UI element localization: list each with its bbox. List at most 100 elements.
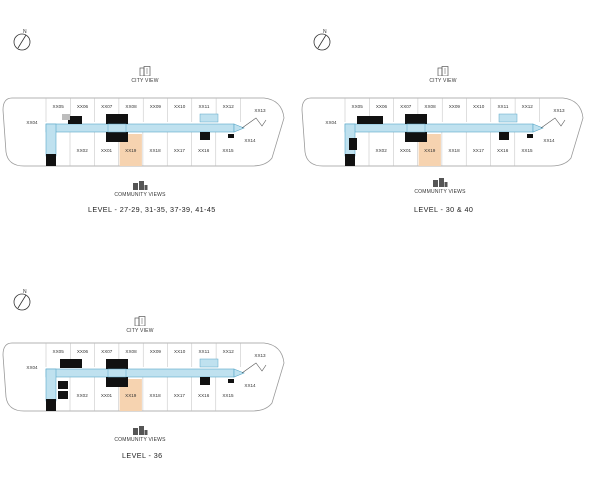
core-block <box>345 154 355 166</box>
unit-label-top: XX10 <box>174 349 186 354</box>
compass-icon: N <box>308 26 334 56</box>
core-block <box>499 132 509 140</box>
unit-label-left: XX04 <box>26 120 38 125</box>
city-view-label: CITY VIEW <box>126 328 154 334</box>
unit-label-top: XX07 <box>101 104 113 109</box>
unit-label-top: XX05 <box>53 349 65 354</box>
community-view-tag: COMMUNITY VIEWS <box>110 180 170 198</box>
core-block <box>200 132 210 140</box>
svg-text:N: N <box>23 289 27 295</box>
unit-label-top: XX12 <box>223 349 235 354</box>
community-icon <box>133 426 148 435</box>
void-block <box>62 114 70 120</box>
unit-label-top: XX08 <box>424 104 436 109</box>
community-icon <box>133 181 148 190</box>
unit-label-right-bottom: XX14 <box>244 383 256 388</box>
unit-label-bottom: XX17 <box>174 148 186 153</box>
unit-label-top: XX06 <box>77 349 89 354</box>
svg-text:N: N <box>23 29 27 35</box>
unit-label-bottom: XX15 <box>222 393 234 398</box>
unit-label-top: XX07 <box>400 104 412 109</box>
core-block <box>405 132 427 142</box>
community-icon <box>433 178 448 187</box>
city-view-tag: CITY VIEW <box>418 66 468 84</box>
core-block <box>106 132 128 142</box>
core-block <box>106 377 128 387</box>
lift-lobby <box>406 123 426 133</box>
corridor-end <box>233 368 245 378</box>
core-block <box>200 377 210 385</box>
unit-label-top: XX07 <box>101 349 113 354</box>
core-block <box>357 116 383 124</box>
unit-label-bottom: XX18 <box>448 148 460 153</box>
city-view-tag: CITY VIEW <box>120 66 170 84</box>
community-view-label: COMMUNITY VIEWS <box>114 437 166 443</box>
core-block <box>60 359 82 368</box>
level-label: LEVEL - 27-29, 31-35, 37-39, 41-45 <box>88 205 216 214</box>
city-view-label: CITY VIEW <box>131 78 159 84</box>
unit-label-top: XX08 <box>125 104 137 109</box>
unit-label-bottom: XX16 <box>198 393 210 398</box>
unit-label-top: XX10 <box>473 104 485 109</box>
unit-label-top: XX10 <box>174 104 186 109</box>
unit-label-top: XX05 <box>352 104 364 109</box>
core-block <box>228 134 234 138</box>
unit-label-bottom: XX01 <box>101 393 113 398</box>
corridor <box>344 123 534 133</box>
core-block <box>405 114 427 124</box>
community-view-tag: COMMUNITY VIEWS <box>410 177 470 195</box>
service-room <box>199 113 219 123</box>
unit-label-bottom: XX16 <box>497 148 509 153</box>
compass-icon: N <box>8 286 34 316</box>
unit-label-bottom: XX17 <box>473 148 485 153</box>
unit-label-top: XX09 <box>150 104 162 109</box>
building-icon <box>139 66 151 76</box>
core-block <box>228 379 234 383</box>
unit-label-top: XX09 <box>150 349 162 354</box>
core-block <box>106 359 128 369</box>
balcony-edge <box>241 117 267 129</box>
unit-label-top: XX11 <box>198 104 209 109</box>
unit-label-right-bottom: XX14 <box>244 138 256 143</box>
unit-label-right-top: XX13 <box>254 353 266 358</box>
unit-label-top: XX11 <box>198 349 209 354</box>
unit-label-top: XX06 <box>77 104 89 109</box>
core-block <box>58 391 68 399</box>
compass-icon: N <box>8 26 34 56</box>
unit-label-bottom: XX01 <box>400 148 412 153</box>
unit-label-bottom: XX15 <box>521 148 533 153</box>
unit-label-top: XX11 <box>497 104 508 109</box>
community-view-label: COMMUNITY VIEWS <box>414 189 466 195</box>
corridor <box>45 368 235 378</box>
core-block <box>106 114 128 124</box>
city-view-tag: CITY VIEW <box>115 316 165 334</box>
unit-label-bottom: XX02 <box>77 148 89 153</box>
lift-lobby <box>107 123 127 133</box>
core-block <box>68 116 82 124</box>
core-block <box>527 134 533 138</box>
corridor-end <box>233 123 245 133</box>
unit-label-top: XX12 <box>223 104 235 109</box>
corridor-stair <box>45 368 57 402</box>
unit-label-bottom: XX19 <box>125 393 137 398</box>
core-block <box>46 399 56 411</box>
unit-label-right-bottom: XX14 <box>543 138 555 143</box>
unit-label-bottom: XX18 <box>149 148 161 153</box>
unit-label-top: XX06 <box>376 104 388 109</box>
corridor-stair <box>45 123 57 157</box>
lift-lobby <box>107 368 127 378</box>
service-room <box>498 113 518 123</box>
building-icon <box>437 66 449 76</box>
unit-label-top: XX09 <box>449 104 461 109</box>
unit-label-bottom: XX17 <box>174 393 186 398</box>
unit-label-right-top: XX13 <box>254 108 266 113</box>
city-view-label: CITY VIEW <box>429 78 457 84</box>
service-room <box>199 358 219 368</box>
unit-label-bottom: XX02 <box>77 393 89 398</box>
unit-label-left: XX04 <box>325 120 337 125</box>
unit-label-bottom: XX18 <box>149 393 161 398</box>
